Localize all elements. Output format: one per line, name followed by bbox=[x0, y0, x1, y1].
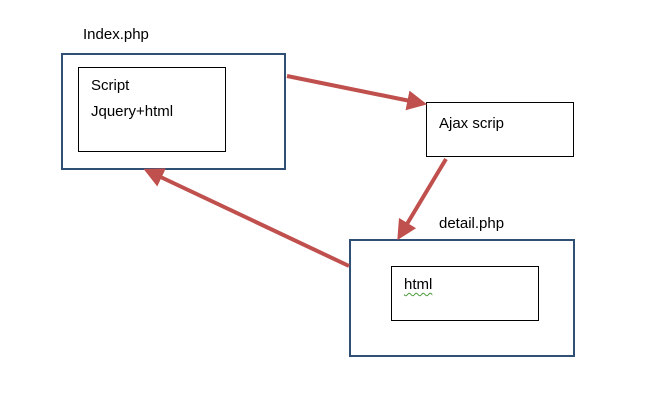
index-script-box: Script Jquery+html bbox=[78, 67, 226, 152]
arrow-ajax-to-detail bbox=[397, 157, 448, 241]
index-script-line-1: Script bbox=[91, 77, 130, 94]
detail-php-title: detail.php bbox=[439, 215, 505, 232]
detail-php-box: html bbox=[349, 239, 575, 357]
index-php-box: Script Jquery+html bbox=[61, 53, 286, 170]
detail-html-label: html bbox=[404, 276, 433, 293]
ajax-script-box: Ajax scrip bbox=[426, 102, 574, 157]
index-script-line-2: Jquery+html bbox=[91, 103, 174, 120]
arrow-index-to-ajax bbox=[286, 74, 428, 111]
arrow-detail-to-index bbox=[143, 168, 350, 268]
detail-html-box: html bbox=[391, 266, 539, 321]
ajax-script-label: Ajax scrip bbox=[439, 115, 505, 132]
index-php-title: Index.php bbox=[83, 26, 149, 43]
